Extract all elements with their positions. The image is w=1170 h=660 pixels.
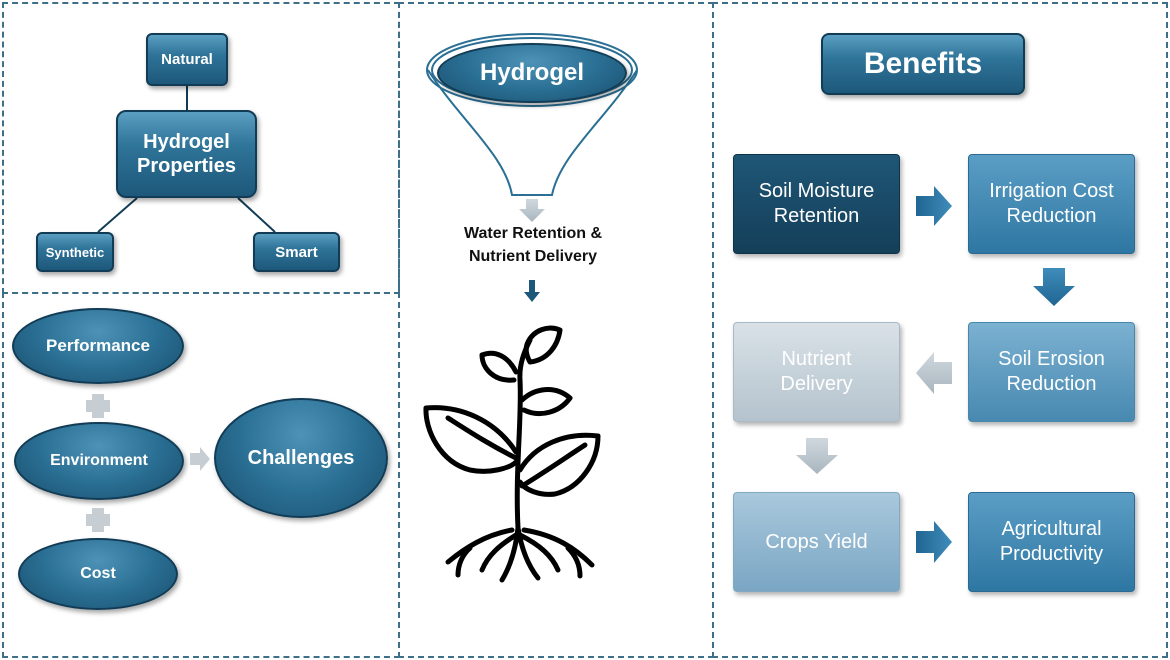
plus-icons xyxy=(86,394,110,532)
benefit-erosion: Soil Erosion Reduction xyxy=(968,322,1135,422)
challenges-node: Challenges xyxy=(214,398,388,518)
funnel-arrow xyxy=(519,199,545,222)
benefit-arrows xyxy=(796,186,1075,563)
erosion-label: Soil Erosion Reduction xyxy=(998,348,1105,395)
benefit-irrigation: Irrigation Cost Reduction xyxy=(968,154,1135,254)
benefit-soil-moisture: Soil Moisture Retention xyxy=(733,154,900,254)
performance-label: Performance xyxy=(46,336,150,355)
benefits-title: Benefits xyxy=(821,33,1025,95)
benefits-panel xyxy=(712,2,1168,658)
benefit-productivity: Agricultural Productivity xyxy=(968,492,1135,592)
plant-icon xyxy=(423,325,601,583)
hydrogel-label: Hydrogel xyxy=(479,59,584,86)
benefit-nutrient: Nutrient Delivery xyxy=(733,322,900,422)
smart-node: Smart xyxy=(253,232,340,272)
hydrogel-node: Hydrogel xyxy=(437,43,627,103)
arrow-down-1 xyxy=(1033,268,1075,306)
performance-node: Performance xyxy=(12,308,184,384)
challenges-label: Challenges xyxy=(247,446,355,469)
down-arrow xyxy=(524,280,540,302)
benefit-crops: Crops Yield xyxy=(733,492,900,592)
synthetic-label: Synthetic xyxy=(45,244,105,260)
arrow-left-1 xyxy=(916,352,952,394)
property-connectors xyxy=(97,86,276,233)
hydrogel-properties-node: Hydrogel Properties xyxy=(116,110,257,198)
arrow-right-1 xyxy=(916,186,952,226)
benefits-title-label: Benefits xyxy=(863,47,983,80)
soil-moisture-label: Soil Moisture Retention xyxy=(758,180,875,227)
productivity-label: Agricultural Productivity xyxy=(999,518,1104,565)
hydrogel-properties-label: Hydrogel Properties xyxy=(137,131,236,177)
challenges-arrow xyxy=(190,447,210,471)
irrigation-label: Irrigation Cost Reduction xyxy=(989,180,1114,227)
hydrogel-caption: Water Retention & Nutrient Delivery xyxy=(463,225,603,265)
smart-label: Smart xyxy=(275,243,318,261)
natural-node: Natural xyxy=(146,33,228,86)
environment-label: Environment xyxy=(50,452,148,469)
synthetic-node: Synthetic xyxy=(36,232,114,272)
cost-node: Cost xyxy=(18,538,178,610)
natural-label: Natural xyxy=(161,51,213,68)
cost-label: Cost xyxy=(80,565,116,582)
crops-label: Crops Yield xyxy=(765,530,868,553)
nutrient-label: Nutrient Delivery xyxy=(780,348,853,395)
arrow-right-2 xyxy=(916,521,952,563)
arrow-down-2 xyxy=(796,438,838,474)
environment-node: Environment xyxy=(14,422,184,500)
